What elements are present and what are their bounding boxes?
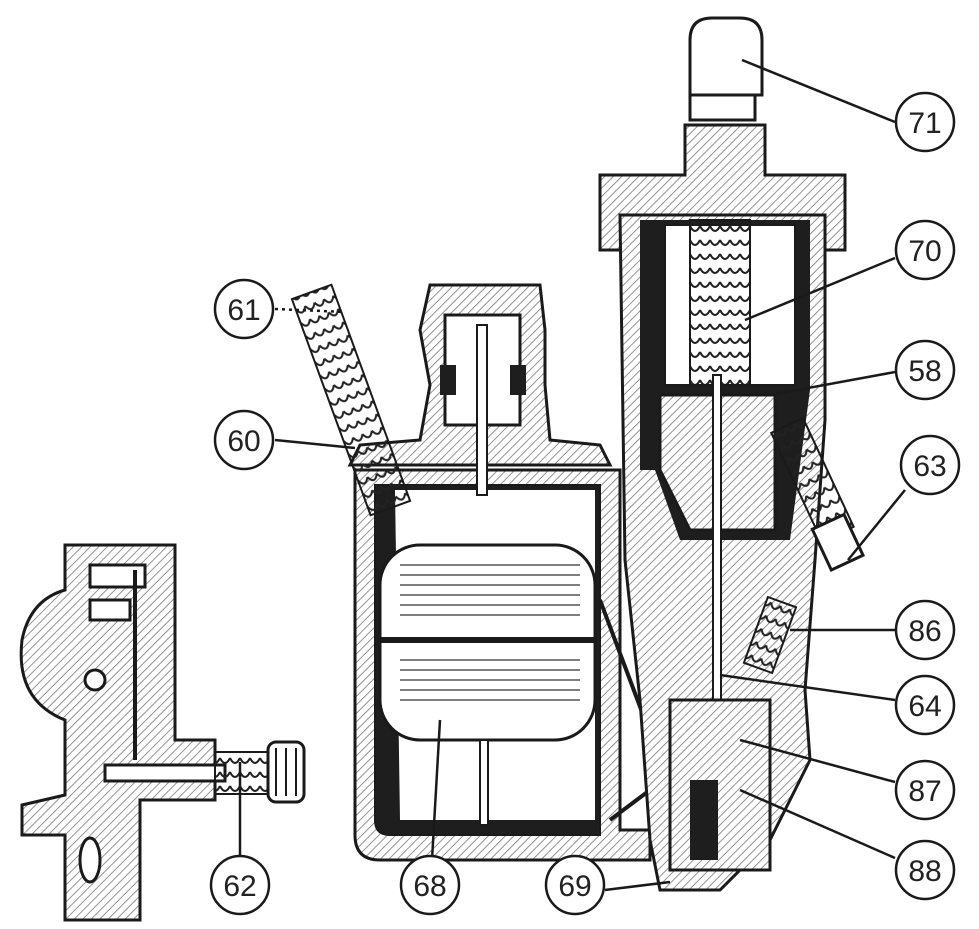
jet-needle [712,374,722,736]
leader-88 [739,788,896,860]
svg-text:69: 69 [558,870,591,903]
cable-adjuster-elbow [688,16,764,97]
callout-69: 69 [544,854,606,916]
callout-68: 68 [399,854,461,916]
adjuster-shaft [103,763,227,783]
mixing-chamber-assembly [598,16,866,892]
side-fitting-hole [83,668,107,692]
tickler-stem [476,324,488,496]
float-needle-spring [290,283,412,517]
svg-text:61: 61 [227,294,260,327]
svg-text:88: 88 [908,855,941,888]
needle-jet-body [668,698,772,872]
main-jet-dark [690,780,718,860]
leader-64 [719,673,896,702]
callout-71: 71 [894,91,956,153]
side-fitting-assembly [19,543,306,922]
svg-text:64: 64 [908,690,941,723]
callouts: 71 70 61 58 60 63 86 64 [209,91,961,916]
svg-text:62: 62 [223,870,256,903]
svg-text:63: 63 [913,450,946,483]
svg-text:71: 71 [908,107,941,140]
svg-text:68: 68 [413,870,446,903]
callout-70: 70 [894,219,956,281]
needle-seat-left [440,365,456,395]
side-fitting-body [19,543,217,922]
adjuster-spring [214,751,271,795]
leader-69 [604,880,671,892]
callout-86: 86 [894,599,956,661]
cable-adjuster-nut [688,93,757,122]
throttle-spring [689,219,751,386]
leader-87 [739,738,896,784]
leader-70 [744,256,896,322]
float-chamber-assembly [290,283,652,862]
svg-text:70: 70 [908,235,941,268]
needle-seat-right [510,365,526,395]
svg-text:58: 58 [908,355,941,388]
leader-lines [238,58,906,892]
float-shading [400,564,580,701]
leader-71 [741,58,896,124]
svg-text:86: 86 [908,615,941,648]
callout-87: 87 [894,759,956,821]
callout-63: 63 [899,434,961,496]
svg-text:60: 60 [227,425,260,458]
callout-58: 58 [894,339,956,401]
leader-58 [769,370,896,397]
callout-61: 61 [213,278,275,340]
leader-63 [847,489,906,561]
float-stem [479,739,489,826]
callout-62: 62 [209,854,271,916]
svg-text:87: 87 [908,775,941,808]
side-fitting-slot-mid [88,598,132,622]
callout-64: 64 [894,674,956,736]
callout-60: 60 [213,409,275,471]
pilot-jet-spring [742,595,798,675]
leader-61 [274,307,346,314]
callout-88: 88 [894,839,956,901]
leader-68 [430,719,442,861]
side-fitting-slot-top [88,563,147,589]
leader-60 [274,438,356,450]
side-fitting-lower-hole [78,836,102,884]
